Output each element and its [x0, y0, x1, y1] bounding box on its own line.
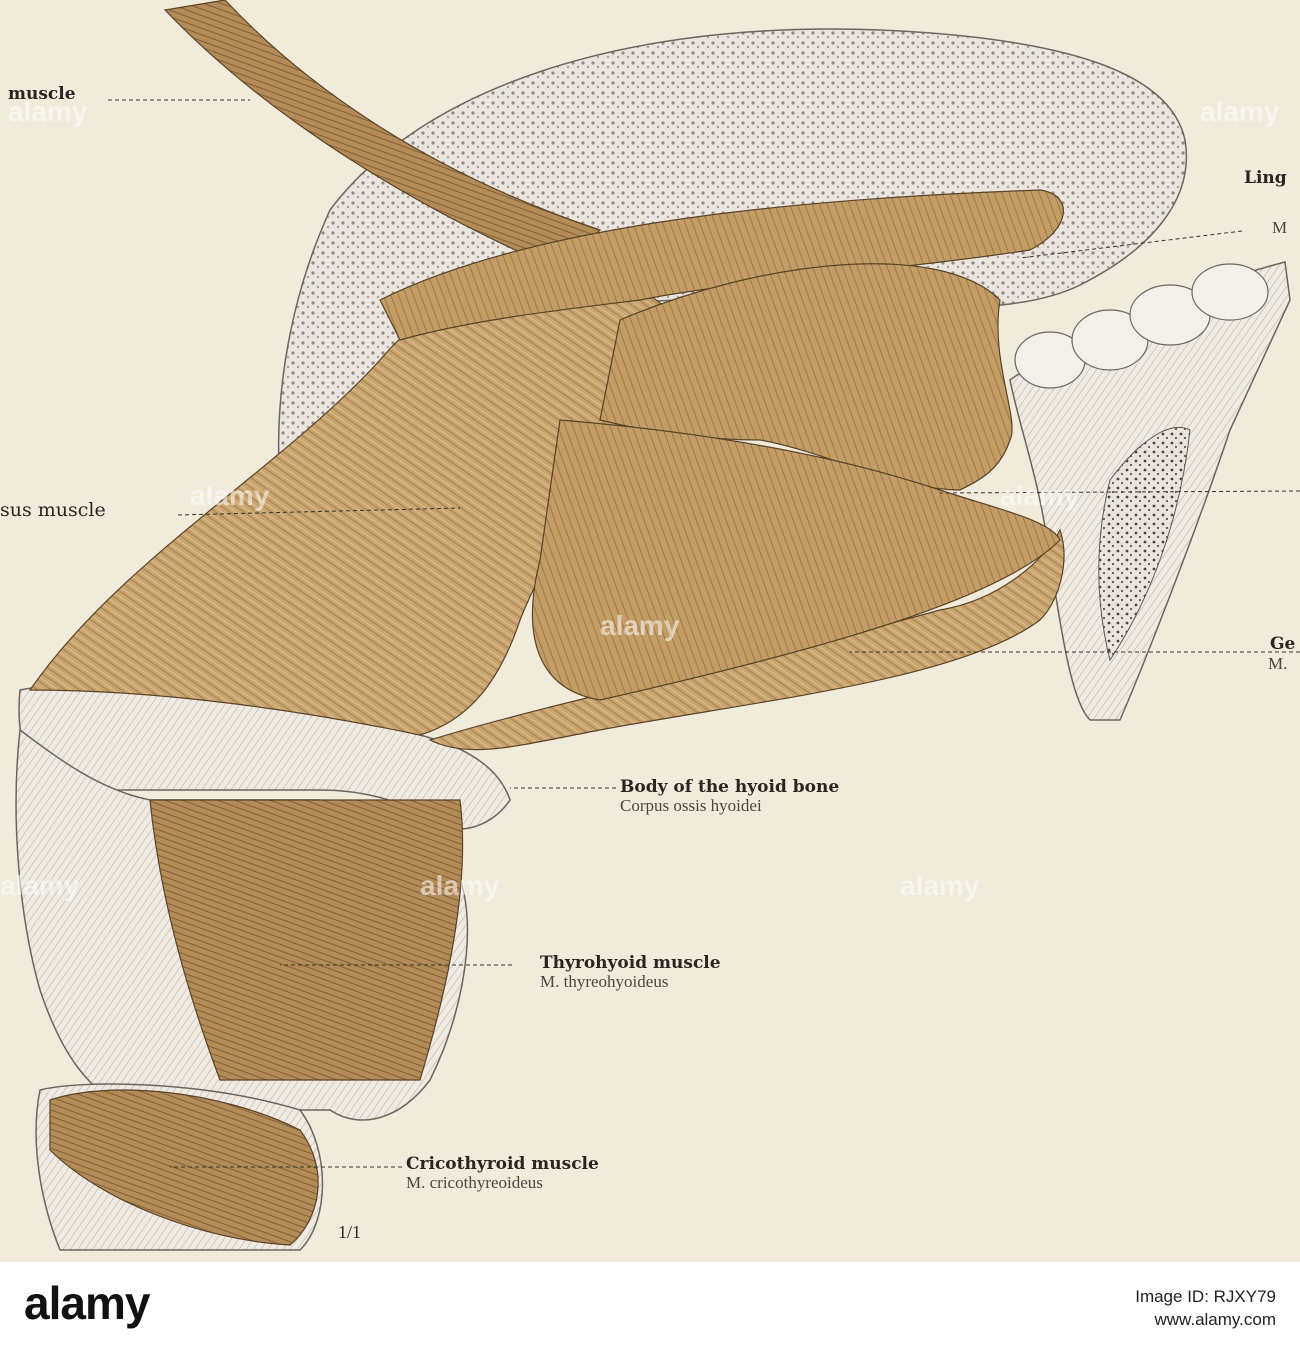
longitudinal-lingual-muscle [379, 189, 1064, 341]
label-hyoid-body-latin: Corpus ossis hyoidei [620, 795, 762, 815]
site-url-text: www.alamy.com [1154, 1309, 1276, 1329]
label-thyrohyoid-latin: M. thyreohyoideus [540, 971, 669, 991]
leader-lines [108, 99, 1300, 1168]
watermark: alamy [0, 870, 80, 901]
brand-logo: alamy [24, 1277, 150, 1329]
image-id-text: Image ID: RJXY79 [1135, 1287, 1276, 1306]
label-cricothyroid-english: Cricothyroid muscle [406, 1154, 599, 1174]
watermark: alamy [1000, 480, 1080, 511]
label-cricothyroid-latin: M. cricothyreoideus [406, 1172, 543, 1192]
label-cricothyroid: Cricothyroid muscle M. cricothyreoideus [406, 1155, 599, 1192]
label-hyoid-body-english: Body of the hyoid bone [620, 777, 840, 797]
cricothyroid-muscle [49, 1089, 319, 1246]
label-hyoid-body: Body of the hyoid bone Corpus ossis hyoi… [620, 778, 839, 815]
tongue-larynx-illustration [15, 0, 1300, 1251]
teeth [1014, 263, 1269, 389]
watermark: alamy [190, 480, 270, 511]
label-fragment-m-dot: M. [1268, 654, 1288, 673]
thyrohyoid-muscle [149, 799, 464, 1081]
label-fragment-ge: Ge [1270, 634, 1296, 654]
watermark: alamy [1200, 96, 1280, 127]
label-fragment-m: M [1272, 218, 1288, 237]
label-fragment-sus-muscle: sus muscle [0, 499, 106, 521]
watermark: alamy [900, 870, 980, 901]
anatomical-plate: muscle sus muscle Ling M Ge M. Body of t… [0, 0, 1300, 1262]
scale-label: 1/1 [338, 1222, 362, 1242]
styloglossus-muscle [163, 0, 602, 271]
watermark: alamy [600, 610, 680, 641]
label-thyrohyoid: Thyrohyoid muscle M. thyreohyoideus [540, 954, 721, 991]
label-fragment-ling: Ling [1244, 168, 1287, 188]
genioglossus-muscle [599, 263, 1013, 491]
label-fragment-muscle: muscle [8, 84, 76, 104]
watermark: alamy [8, 96, 88, 127]
label-thyrohyoid-english: Thyrohyoid muscle [540, 953, 721, 973]
footer-bar: alamy Image ID: RJXY79 www.alamy.com [0, 1262, 1300, 1357]
genioglossus-fan [531, 419, 1061, 701]
watermark: alamy [420, 870, 500, 901]
stock-id: Image ID: RJXY79 www.alamy.com [1135, 1286, 1276, 1332]
mandible-cancellous-bone [1098, 426, 1191, 662]
